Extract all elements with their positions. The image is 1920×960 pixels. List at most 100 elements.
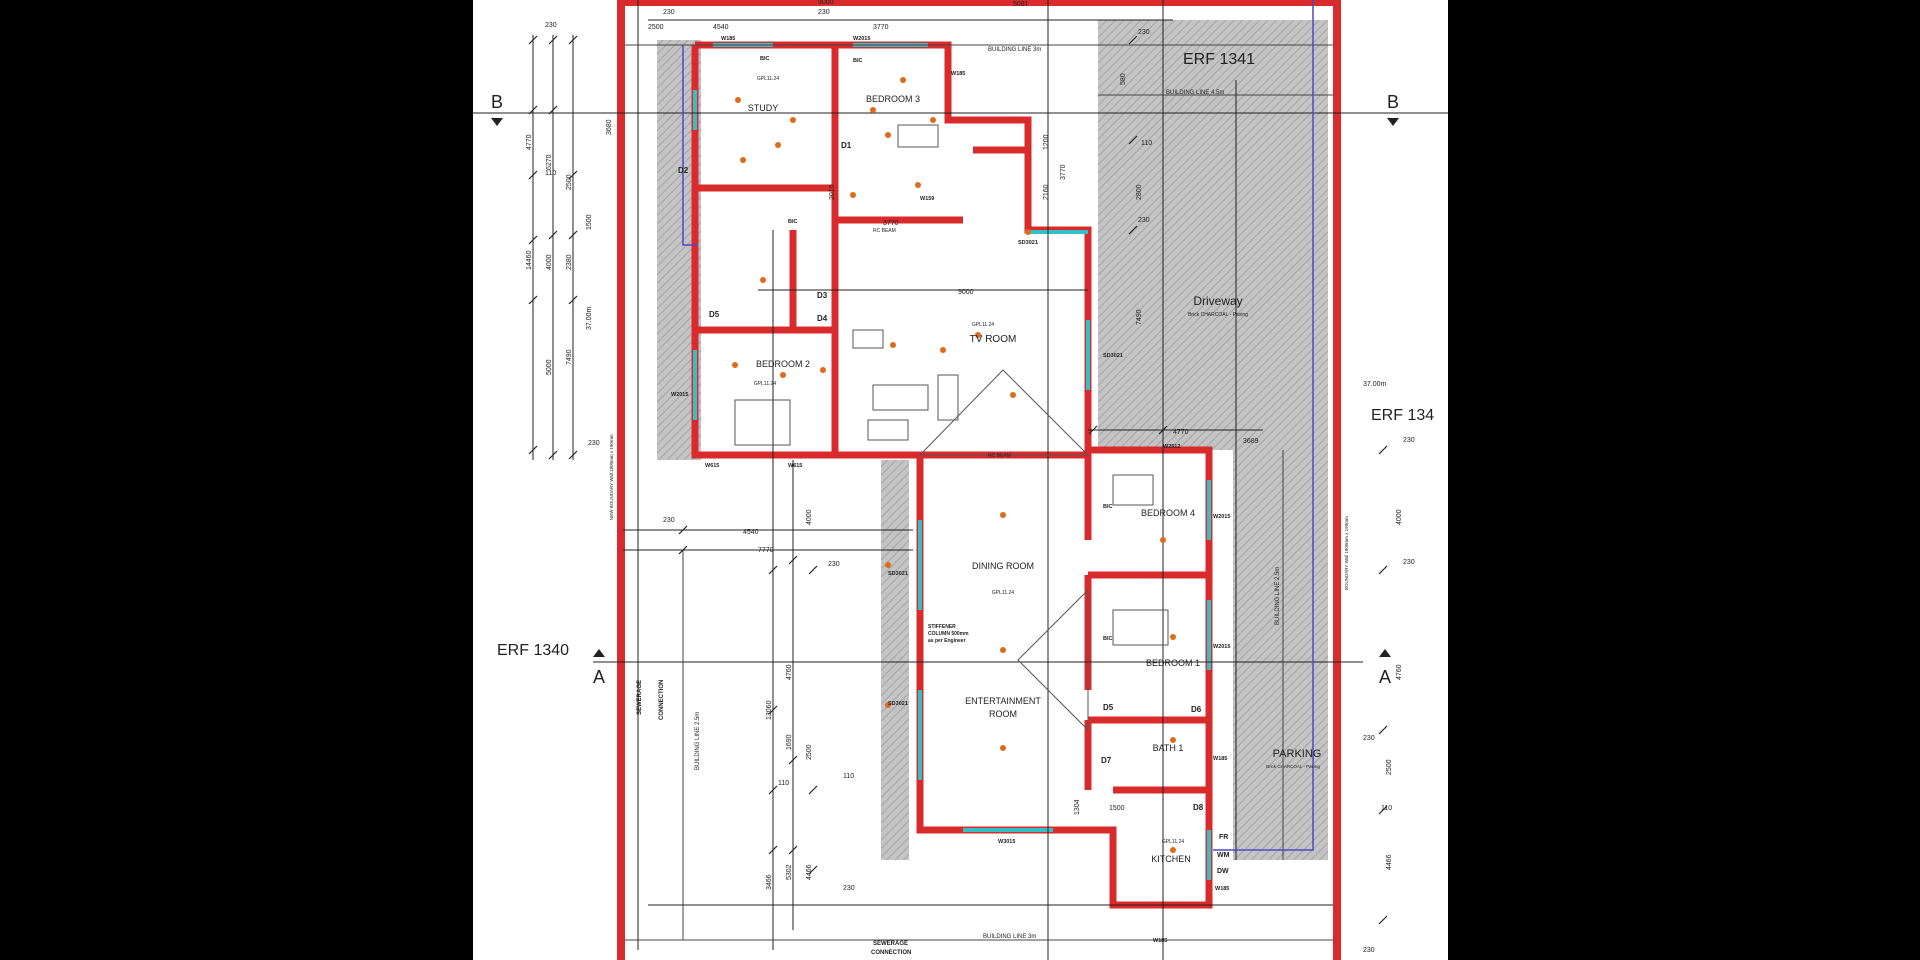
dimension-texts: 230 2500 230 4540 3770 230 9000 5091 230…	[526, 0, 1415, 954]
code-w159: W159	[920, 196, 934, 202]
paving-mid-left	[881, 460, 909, 860]
dimension-tick	[1128, 135, 1138, 145]
code-w185-a: W185	[721, 36, 735, 42]
light-point-icon	[1000, 512, 1006, 518]
stiffener-note: STIFFENER	[928, 624, 956, 630]
light-point-icon	[885, 132, 891, 138]
light-point-icon	[735, 97, 741, 103]
dimension-tick	[768, 705, 778, 715]
code-d2: D2	[678, 166, 689, 175]
electrical-points	[732, 77, 1176, 853]
plot-labels: ERF 1341 ERF 1340 ERF 134	[497, 51, 1434, 659]
code-fr: FR	[1219, 834, 1228, 841]
code-d4: D4	[817, 314, 828, 323]
light-point-icon	[760, 277, 766, 283]
section-a-right-arrow	[1379, 649, 1391, 657]
dimension-tick	[568, 295, 578, 305]
code-bic-c: BIC	[788, 219, 798, 225]
room-dining: DINING ROOM	[972, 561, 1034, 571]
rc-beam-note: RC BEAM	[873, 228, 896, 234]
ceiling-note-study: GPL11.24	[757, 76, 779, 82]
building-line-top: BUILDING LINE 3m	[988, 47, 1041, 53]
dim-230-k: 230	[1363, 947, 1375, 954]
dim-1304: 1304	[1074, 799, 1081, 815]
boundary-right-note: BOUNDARY Wall 1800mm x 190mm	[1344, 516, 1349, 590]
dim-7490: 7490	[566, 349, 573, 365]
dimension-tick	[548, 105, 558, 115]
light-point-icon	[885, 562, 891, 568]
site-notes: BUILDING LINE 3m BUILDING LINE 4.5m BUIL…	[609, 47, 1349, 956]
rc-beam-note-2: RC BEAM	[988, 453, 1011, 459]
dim-230-h: 230	[1403, 437, 1415, 444]
dimension-lines	[473, 0, 1448, 960]
ceiling-note-dining: GPL11.24	[992, 590, 1014, 596]
dim-4760: 4760	[786, 664, 793, 680]
light-point-icon	[1170, 847, 1176, 853]
dimension-tick	[768, 845, 778, 855]
light-point-icon	[1000, 745, 1006, 751]
site-boundary-wall-right	[1333, 0, 1341, 960]
dimension-tick	[1088, 425, 1098, 435]
room-parking: PARKING	[1273, 748, 1322, 760]
dimension-tick	[678, 545, 688, 555]
dim-2800: 2800	[1136, 184, 1143, 200]
erf-west: ERF 1340	[497, 642, 569, 659]
dimension-tick	[1378, 805, 1388, 815]
floor-plan-sheet: STUDY BEDROOM 3 BEDROOM 2 TV ROOM BEDROO…	[473, 0, 1448, 960]
dim-4760-b: 4760	[1396, 664, 1403, 680]
erf-east: ERF 134	[1371, 407, 1434, 424]
section-b-left-arrow	[491, 118, 503, 126]
driveway-paving	[1098, 20, 1328, 450]
code-w615-b: W615	[788, 463, 802, 469]
dimension-tick	[548, 35, 558, 45]
dim-4000: 4000	[546, 254, 553, 270]
code-w185-e: W185	[1153, 938, 1167, 944]
dim-230-e: 230	[663, 517, 675, 524]
dim-1500-v: 1500	[586, 214, 593, 230]
light-point-icon	[1170, 737, 1176, 743]
code-w2512: W2512	[1163, 444, 1180, 450]
code-d5-b: D5	[1103, 703, 1114, 712]
dim-4000-c: 4000	[1396, 509, 1403, 525]
dimension-tick	[808, 565, 818, 575]
dimension-tick	[568, 230, 578, 240]
code-w2015-d: W2015	[1213, 644, 1230, 650]
dim-230-c: 230	[818, 9, 830, 16]
code-d1: D1	[841, 141, 852, 150]
code-sd3021-d: SD3021	[888, 701, 908, 707]
code-wm: WM	[1217, 852, 1230, 859]
code-bic-e: BIC	[1103, 636, 1113, 642]
dim-4000-b: 4000	[806, 509, 813, 525]
light-point-icon	[900, 77, 906, 83]
code-w3015: W3015	[998, 839, 1015, 845]
code-d8: D8	[1193, 803, 1204, 812]
building-line-right: BUILDING LINE 2.5m	[1275, 567, 1281, 625]
light-point-icon	[915, 182, 921, 188]
erf-north: ERF 1341	[1183, 51, 1255, 68]
code-bic-d: BIC	[1103, 504, 1113, 510]
dim-2010: 2010	[829, 184, 836, 200]
dim-230-i: 230	[1403, 559, 1415, 566]
dimension-tick	[808, 785, 818, 795]
sewerage-bottom: SEWERAGE	[873, 941, 908, 947]
dim-4466-r: 4466	[1386, 854, 1393, 870]
dim-1200: 1200	[1043, 134, 1050, 150]
dim-230-d: 230	[1138, 29, 1150, 36]
dim-2500-v: 2500	[566, 174, 573, 190]
code-sd3021-a: SD3021	[1018, 240, 1038, 246]
light-point-icon	[775, 142, 781, 148]
dim-37m: 37.00m	[1363, 381, 1387, 388]
dimension-tick	[528, 295, 538, 305]
code-w2015-c: W2015	[1213, 514, 1230, 520]
code-sd3021-c: SD3021	[888, 571, 908, 577]
stiffener-note-3: as per Engineer	[928, 638, 966, 644]
code-w2015-b: W2015	[671, 392, 688, 398]
room-bedroom2: BEDROOM 2	[756, 359, 810, 369]
dimension-tick	[528, 235, 538, 245]
dim-110-b: 110	[778, 780, 789, 787]
dimension-tick	[548, 450, 558, 460]
dimension-ticks	[528, 35, 1388, 925]
light-point-icon	[820, 367, 826, 373]
dim-4770-v: 4770	[526, 134, 533, 150]
building-line-bottom: BUILDING LINE 3m	[983, 934, 1036, 940]
